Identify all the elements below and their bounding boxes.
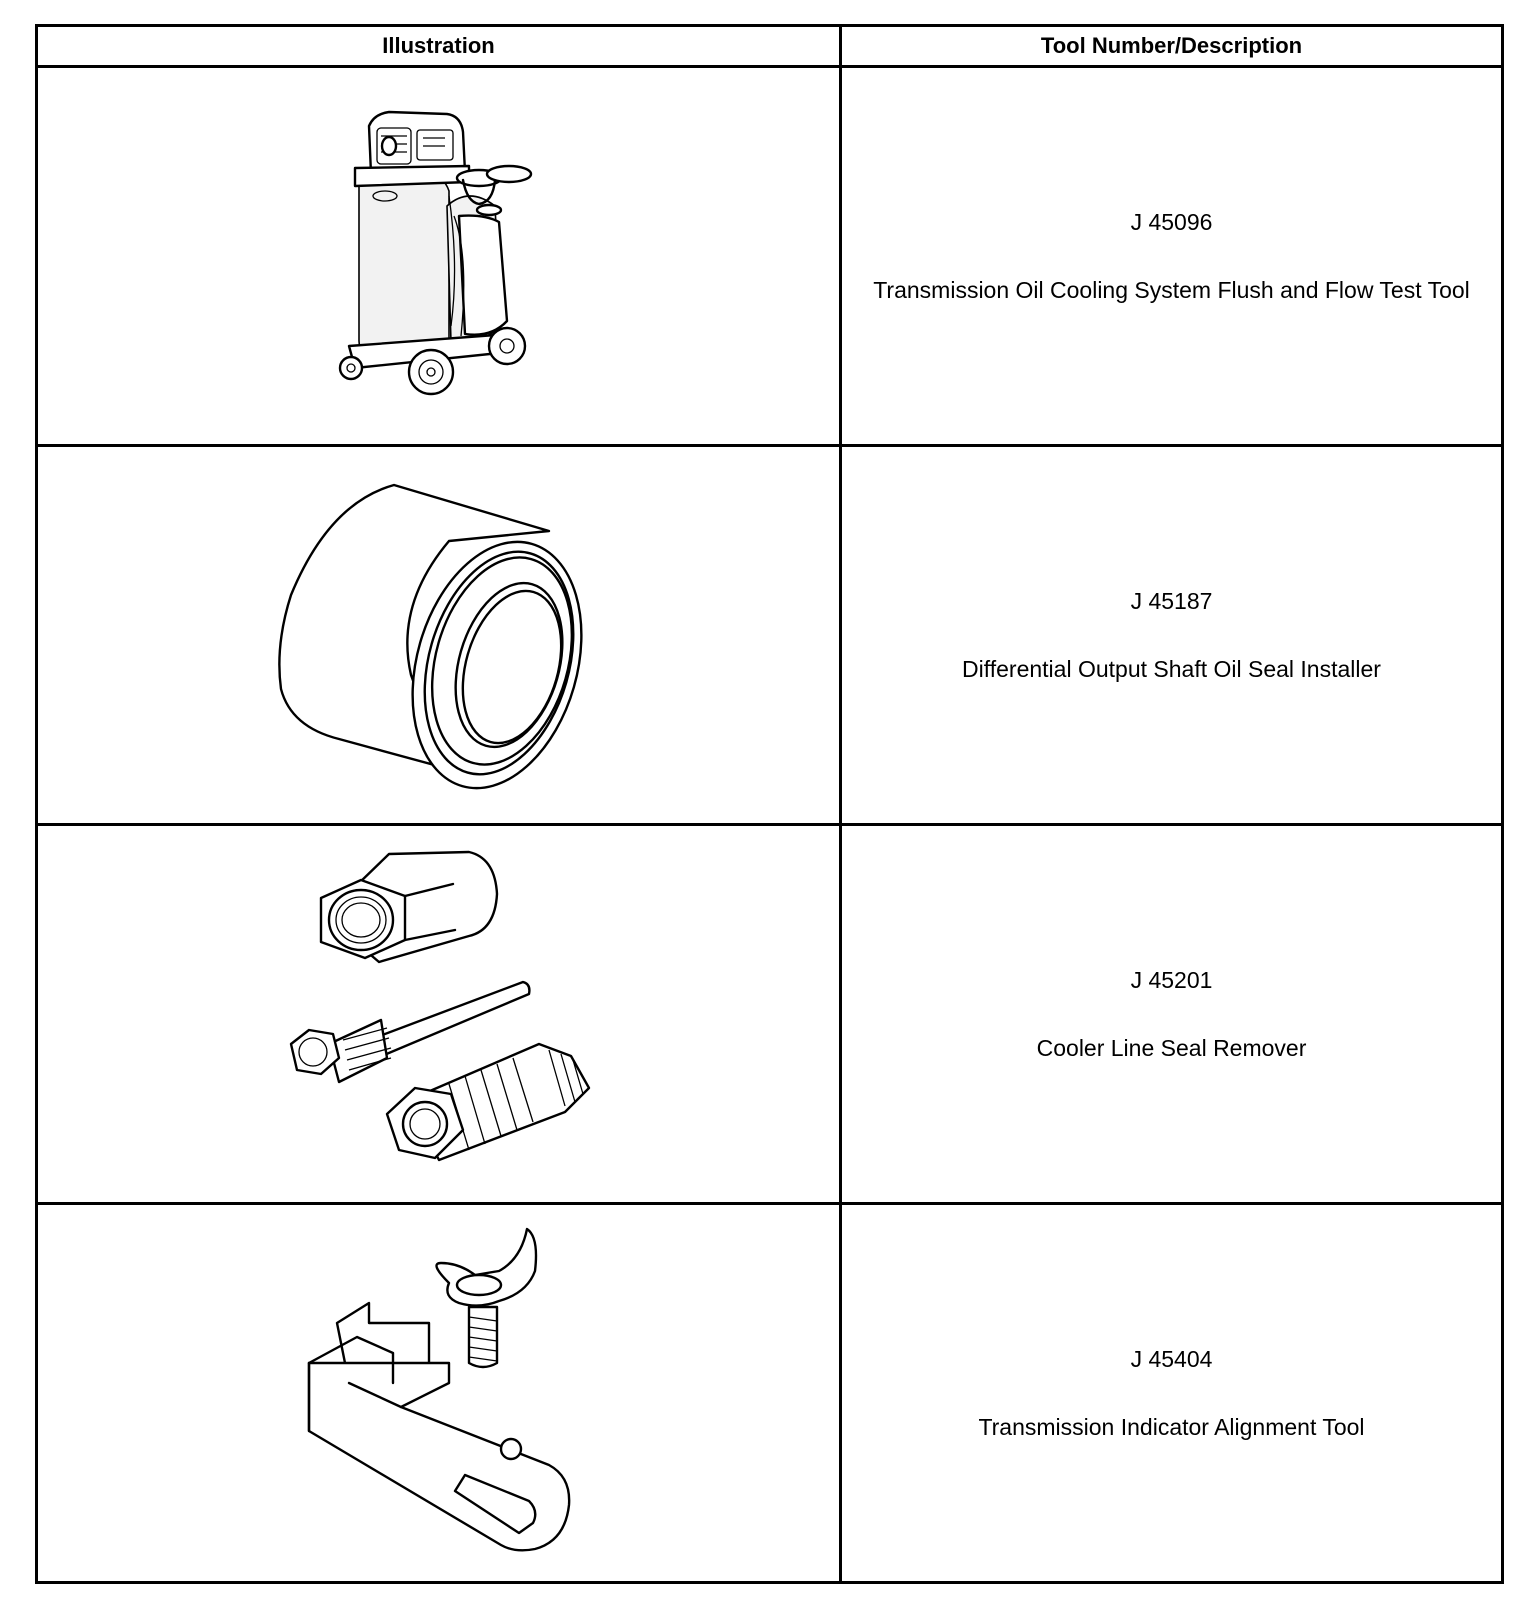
- illustration-cell: [35, 823, 842, 1205]
- seal-installer-icon: [277, 483, 583, 790]
- illustration-cell: [35, 444, 842, 826]
- tool-description: Transmission Oil Cooling System Flush an…: [873, 277, 1470, 303]
- tool-description-cell: J 45201 Cooler Line Seal Remover: [839, 823, 1504, 1205]
- tool-number: J 45187: [1130, 588, 1213, 614]
- table-row: J 45187 Differential Output Shaft Oil Se…: [35, 444, 1504, 826]
- illustration-cell: [35, 65, 842, 447]
- tool-description-header: Tool Number/Description: [839, 24, 1504, 68]
- special-tools-table: Illustration Tool Number/Description: [35, 24, 1504, 1584]
- illustration-cell: [35, 1202, 842, 1584]
- table-row: J 45404 Transmission Indicator Alignment…: [35, 1202, 1504, 1584]
- tool-description: Transmission Indicator Alignment Tool: [978, 1414, 1365, 1440]
- seal-remover-icon: [289, 850, 590, 1162]
- alignment-tool-icon: [307, 1227, 570, 1552]
- tool-description-cell: J 45187 Differential Output Shaft Oil Se…: [839, 444, 1504, 826]
- table-row: J 45201 Cooler Line Seal Remover: [35, 823, 1504, 1205]
- illustration-header: Illustration: [35, 24, 842, 68]
- table-row: J 45096 Transmission Oil Cooling System …: [35, 65, 1504, 447]
- tool-number: J 45404: [1130, 1346, 1213, 1372]
- tool-description: Differential Output Shaft Oil Seal Insta…: [962, 656, 1381, 682]
- tool-description: Cooler Line Seal Remover: [1036, 1035, 1307, 1061]
- header-row: Illustration Tool Number/Description: [35, 24, 1504, 68]
- tool-description-cell: J 45404 Transmission Indicator Alignment…: [839, 1202, 1504, 1584]
- tool-number: J 45096: [1130, 209, 1213, 235]
- flush-machine-icon: [338, 110, 532, 396]
- tool-number: J 45201: [1130, 967, 1213, 993]
- tool-description-cell: J 45096 Transmission Oil Cooling System …: [839, 65, 1504, 447]
